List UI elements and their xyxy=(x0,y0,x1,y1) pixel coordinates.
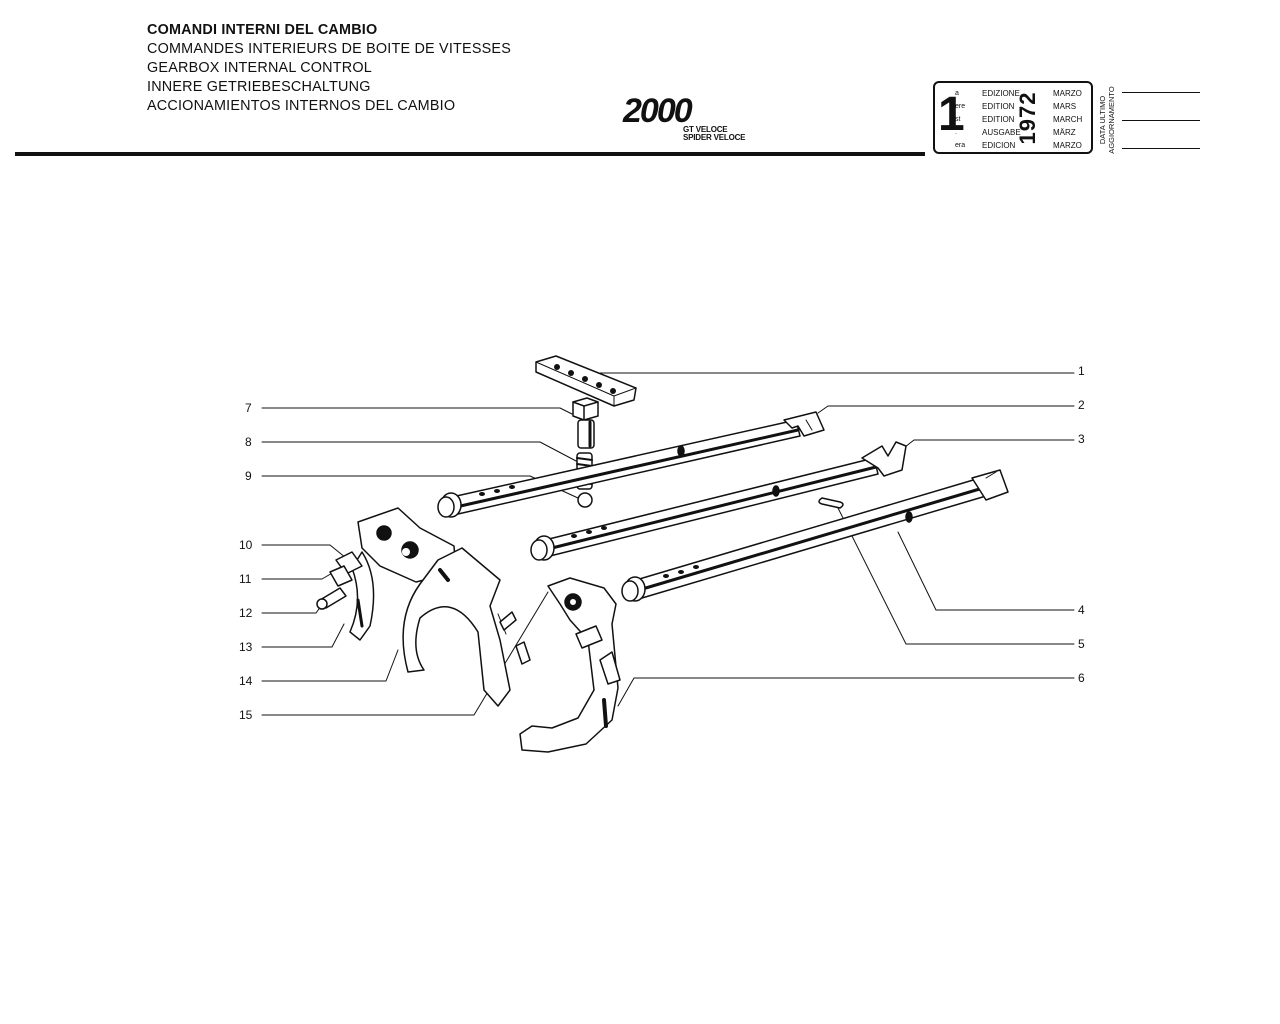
edition-label-1: EDIZIONE xyxy=(982,89,1020,98)
edition-box: 1 a ere st . era EDIZIONE EDITION EDITIO… xyxy=(933,81,1093,154)
leader-10 xyxy=(261,544,347,559)
leader-lines-right xyxy=(599,372,1075,707)
logo-subtitle: GT VELOCE SPIDER VELOCE xyxy=(683,125,746,142)
edition-month-5: MARZO xyxy=(1053,141,1082,150)
callout-15: 15 xyxy=(239,708,253,722)
leader-15 xyxy=(261,591,549,716)
callout-3: 3 xyxy=(1078,432,1085,446)
leader-6 xyxy=(617,677,1075,707)
edition-month-1: MARZO xyxy=(1053,89,1082,98)
title-italian: COMANDI INTERNI DEL CAMBIO xyxy=(147,22,378,38)
logo-line-2: SPIDER VELOCE xyxy=(683,133,746,142)
logo-line-1: GT VELOCE xyxy=(683,125,728,134)
edition-number: 1 xyxy=(938,88,965,141)
edition-month-2: MARS xyxy=(1053,102,1077,111)
part-1-plate xyxy=(535,355,637,407)
callout-14: 14 xyxy=(239,674,253,688)
leader-3 xyxy=(904,439,1075,448)
update-line-2 xyxy=(1122,120,1200,121)
callout-13: 13 xyxy=(239,640,253,654)
part-4-rod xyxy=(621,469,1009,602)
part-3-rod xyxy=(530,441,907,561)
leader-7 xyxy=(261,407,573,415)
edition-month-3: MARCH xyxy=(1053,115,1083,124)
callout-11: 11 xyxy=(239,572,252,586)
part-14-fork xyxy=(402,547,531,707)
logo-word: 2000 xyxy=(623,92,693,130)
header-rule xyxy=(15,152,925,156)
callout-4: 4 xyxy=(1078,603,1085,617)
title-spanish: ACCIONAMIENTOS INTERNOS DEL CAMBIO xyxy=(147,98,456,114)
part-2-rod xyxy=(437,411,825,518)
update-line-1 xyxy=(1122,92,1200,93)
callout-5: 5 xyxy=(1078,637,1085,651)
part-10-11-12-fastener xyxy=(316,551,363,610)
callout-8: 8 xyxy=(245,435,252,449)
callout-6: 6 xyxy=(1078,671,1085,685)
leader-lines-left xyxy=(261,407,579,716)
edition-suffix-3: st xyxy=(955,116,961,123)
edition-label-3: EDITION xyxy=(982,115,1015,124)
update-line-3 xyxy=(1122,148,1200,149)
title-french: COMMANDES INTERIEURS DE BOITE DE VITESSE… xyxy=(147,41,512,57)
edition-suffix-2: ere xyxy=(955,103,966,110)
edition-label-5: EDICION xyxy=(982,141,1016,150)
leader-13 xyxy=(261,623,345,648)
part-9-ball xyxy=(577,492,593,508)
edition-suffix-1: a xyxy=(955,90,959,97)
part-5-key xyxy=(818,497,844,509)
leader-4 xyxy=(897,531,1075,611)
edition-label-2: EDITION xyxy=(982,102,1015,111)
leader-8 xyxy=(261,441,579,463)
edition-suffix-4: . xyxy=(955,129,957,136)
callout-9: 9 xyxy=(245,469,252,483)
header-titles: COMANDI INTERNI DEL CAMBIO COMMANDES INT… xyxy=(147,21,511,116)
callout-12: 12 xyxy=(239,606,253,620)
title-german: INNERE GETRIEBESCHALTUNG xyxy=(147,79,371,95)
part-7-bolt xyxy=(572,397,599,449)
callout-1: 1 xyxy=(1078,364,1085,378)
callout-7: 7 xyxy=(245,401,252,415)
edition-label-4: AUSGABE xyxy=(982,128,1021,137)
leader-12 xyxy=(261,601,325,614)
callout-10: 10 xyxy=(239,538,253,552)
part-6-fork xyxy=(519,577,621,753)
leader-5 xyxy=(836,505,1075,645)
leader-11 xyxy=(261,571,335,580)
title-english: GEARBOX INTERNAL CONTROL xyxy=(147,60,372,76)
leader-2 xyxy=(817,405,1075,414)
model-logo: 2000 GT VELOCE SPIDER VELOCE xyxy=(623,92,747,142)
callout-2: 2 xyxy=(1078,398,1085,412)
part-13-fork xyxy=(349,507,457,641)
edition-month-4: MÄRZ xyxy=(1053,128,1076,137)
edition-suffix-5: era xyxy=(955,142,966,149)
leader-14 xyxy=(261,649,399,682)
